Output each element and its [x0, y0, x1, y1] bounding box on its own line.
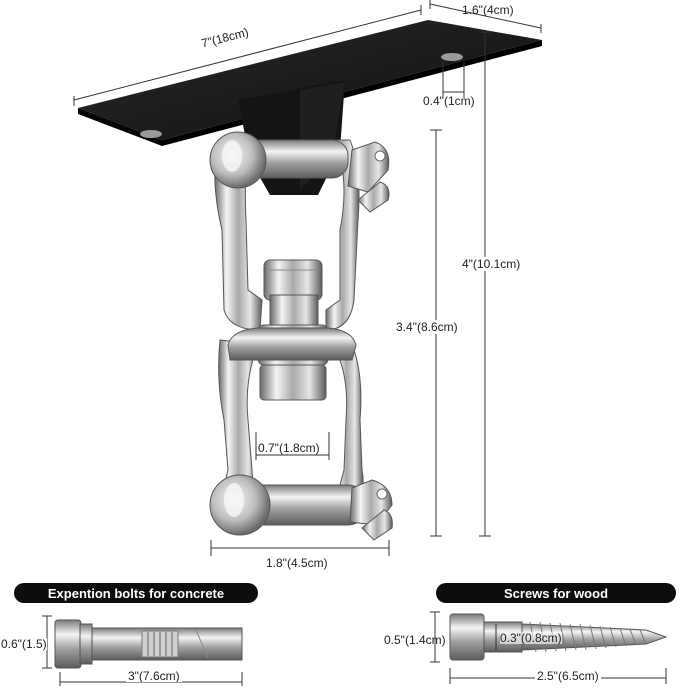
bolt-dimension-lines	[42, 615, 243, 686]
bolt-length-label: 3"(7.6cm)	[126, 669, 182, 683]
lower-shackle	[209, 327, 393, 541]
total-height-label: 4"(10.1cm)	[460, 257, 523, 271]
screw-shank-diameter-label: 0.3"(0.8cm)	[500, 631, 562, 645]
expansion-bolt	[54, 619, 243, 669]
plate-hole	[441, 53, 463, 61]
upper-shackle	[209, 131, 390, 331]
swivel-height-label: 3.4"(8.6cm)	[394, 320, 460, 334]
concrete-bolts-title: Expention bolts for concrete	[14, 583, 258, 603]
screw-length-label: 2.5"(6.5cm)	[535, 669, 601, 683]
wood-screws-title: Screws for wood	[436, 583, 676, 603]
plate-hole	[140, 130, 162, 138]
hole-diameter-label: 0.4"(1cm)	[423, 94, 475, 108]
plate-width-label: 1.6"(4cm)	[462, 3, 514, 17]
bolt-head-height-label: 0.6"(1.5)	[1, 637, 47, 651]
shackle-outer-width-label: 1.8"(4.5cm)	[266, 556, 328, 570]
screw-head-height-label: 0.5"(1.4cm)	[384, 633, 446, 647]
shackle-inner-width-label: 0.7"(1.8cm)	[258, 441, 320, 455]
